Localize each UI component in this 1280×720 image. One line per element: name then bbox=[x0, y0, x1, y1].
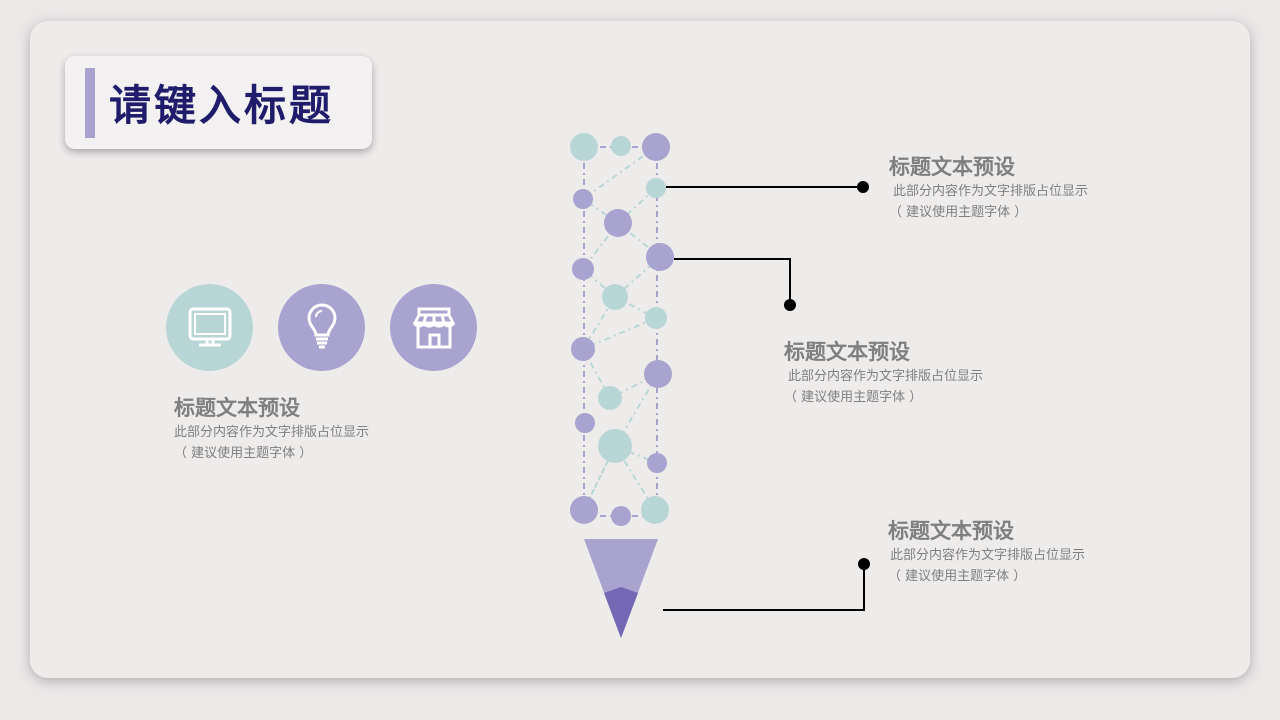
callout-line-middle bbox=[674, 258, 791, 305]
node bbox=[570, 133, 598, 161]
block-heading: 标题文本预设 bbox=[174, 396, 300, 420]
node bbox=[642, 133, 670, 161]
node bbox=[575, 413, 595, 433]
lightbulb-icon bbox=[278, 284, 365, 371]
title-accent-bar bbox=[85, 68, 95, 138]
block-text: 此部分内容作为文字排版占位显示 bbox=[174, 425, 370, 440]
node bbox=[602, 284, 628, 310]
block-text: 此部分内容作为文字排版占位显示 bbox=[890, 548, 1086, 563]
block-heading: 标题文本预设 bbox=[784, 340, 910, 364]
node bbox=[641, 496, 669, 524]
block-note: （ 建议使用主题字体 ） bbox=[888, 569, 1027, 584]
block-note: （ 建议使用主题字体 ） bbox=[889, 205, 1028, 220]
callout-dot bbox=[784, 299, 796, 311]
block-text: 此部分内容作为文字排版占位显示 bbox=[788, 369, 984, 384]
node bbox=[647, 453, 667, 473]
text-block-top: 标题文本预设 此部分内容作为文字排版占位显示 （ 建议使用主题字体 ） bbox=[889, 151, 1088, 223]
block-text: 此部分内容作为文字排版占位显示 bbox=[893, 184, 1089, 199]
node bbox=[646, 178, 666, 198]
network-nodes bbox=[570, 133, 674, 526]
text-block-middle: 标题文本预设 此部分内容作为文字排版占位显示 （ 建议使用主题字体 ） bbox=[784, 336, 983, 408]
block-heading: 标题文本预设 bbox=[889, 155, 1015, 179]
node bbox=[572, 258, 594, 280]
pencil-lead bbox=[604, 587, 638, 638]
block-note: （ 建议使用主题字体 ） bbox=[174, 446, 313, 461]
text-block-bottom: 标题文本预设 此部分内容作为文字排版占位显示 （ 建议使用主题字体 ） bbox=[888, 515, 1085, 587]
node bbox=[598, 429, 632, 463]
callout-dot bbox=[857, 181, 869, 193]
node bbox=[644, 360, 672, 388]
store-icon bbox=[390, 284, 477, 371]
node bbox=[611, 136, 631, 156]
page-title: 请键入标题 bbox=[109, 81, 335, 130]
node bbox=[645, 307, 667, 329]
block-note: （ 建议使用主题字体 ） bbox=[784, 390, 923, 405]
block-heading: 标题文本预设 bbox=[888, 519, 1014, 543]
node bbox=[573, 189, 593, 209]
node bbox=[570, 496, 598, 524]
callout-dot bbox=[858, 558, 870, 570]
node bbox=[646, 243, 674, 271]
node bbox=[611, 506, 631, 526]
node bbox=[598, 386, 622, 410]
callout-line-bottom bbox=[663, 564, 865, 611]
title-box: 请键入标题 bbox=[65, 56, 372, 149]
node bbox=[604, 209, 632, 237]
text-block-left: 标题文本预设 此部分内容作为文字排版占位显示 （ 建议使用主题字体 ） bbox=[174, 392, 369, 464]
monitor-icon bbox=[166, 284, 253, 371]
node bbox=[571, 337, 595, 361]
